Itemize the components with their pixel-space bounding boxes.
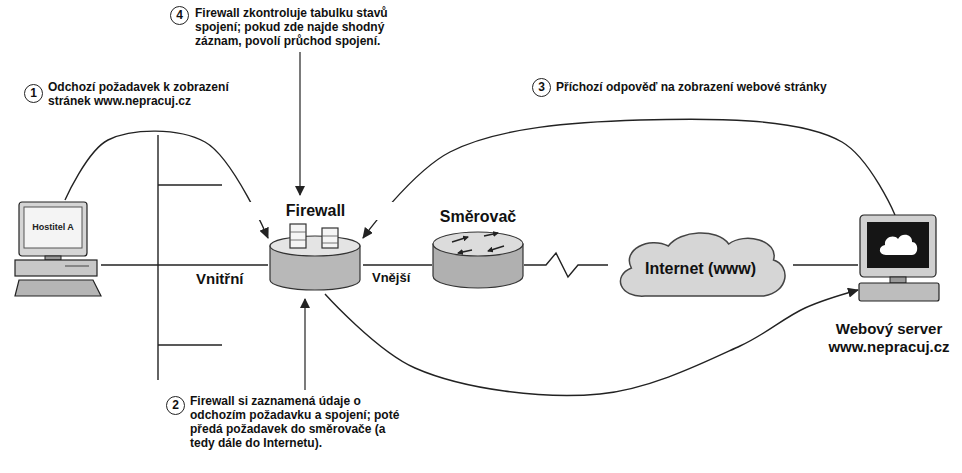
connector <box>325 290 858 395</box>
brick-line <box>322 243 338 244</box>
lan-stub <box>158 184 222 185</box>
connector <box>101 264 268 265</box>
wall-segment <box>322 228 338 248</box>
firewall-device-icon <box>268 222 363 294</box>
monitor-screen <box>867 222 929 268</box>
node-label: Firewall <box>238 202 393 220</box>
router-arrow <box>458 250 472 253</box>
lan-stub <box>158 344 222 345</box>
brick-line <box>290 232 306 233</box>
connector <box>65 131 268 238</box>
callout-number: 1 <box>24 84 43 103</box>
leader-arrow <box>304 299 305 390</box>
callout-text: Firewall si zaznamená údaje o odchozím p… <box>190 394 402 450</box>
web-server-icon <box>858 215 940 303</box>
interface-label: Vnější <box>372 270 410 285</box>
host-computer: Hostitel A <box>15 200 101 300</box>
keyboard <box>15 280 101 296</box>
callout-number: 2 <box>166 396 185 415</box>
monitor-frame <box>860 215 936 277</box>
callout-text: Příchozí odpověď na zobrazení webové str… <box>556 80 896 94</box>
router-device-icon <box>432 228 524 292</box>
node-label: Internet (www) <box>608 228 793 303</box>
monitor-screen <box>24 207 82 248</box>
host-computer-icon <box>15 200 101 300</box>
router-arrow <box>452 237 468 242</box>
callout-text: Firewall zkontroluje tabulku stavů spoje… <box>195 6 410 48</box>
callout-text: Odchozí požadavek k zobrazení stránek ww… <box>48 80 233 108</box>
interface-label: Vnitřní <box>196 270 244 287</box>
callout-number: 3 <box>532 78 551 97</box>
drive-slot <box>65 266 89 267</box>
router-device: Směrovač <box>432 228 524 292</box>
monitor-stand <box>890 277 906 283</box>
connector <box>793 264 858 265</box>
router-top <box>433 232 523 256</box>
node-label: Směrovač <box>402 208 554 226</box>
brick-line <box>290 240 306 241</box>
web-server: Webový server www.nepracuj.cz <box>858 215 940 303</box>
router-arrow <box>488 246 504 251</box>
computer-case <box>15 260 97 276</box>
router-arrow <box>484 233 498 236</box>
firewall-device: Firewall <box>268 222 363 294</box>
internet-cloud: Internet (www) <box>608 228 793 303</box>
connector <box>524 253 608 277</box>
connector <box>363 264 432 265</box>
node-label: Hostitel A <box>24 207 82 248</box>
connector <box>363 119 895 238</box>
computer-case <box>859 283 939 301</box>
monitor-frame <box>19 202 87 256</box>
www-cloud-symbol <box>880 235 917 255</box>
node-label: Webový server www.nepracuj.cz <box>824 320 954 356</box>
wall-segment <box>290 224 306 248</box>
callout-number: 4 <box>170 6 189 25</box>
lan-segment <box>157 135 158 380</box>
monitor-stand <box>45 256 61 260</box>
leader-arrow <box>299 52 300 195</box>
firewall-top <box>270 236 360 256</box>
brick-line <box>322 236 338 237</box>
